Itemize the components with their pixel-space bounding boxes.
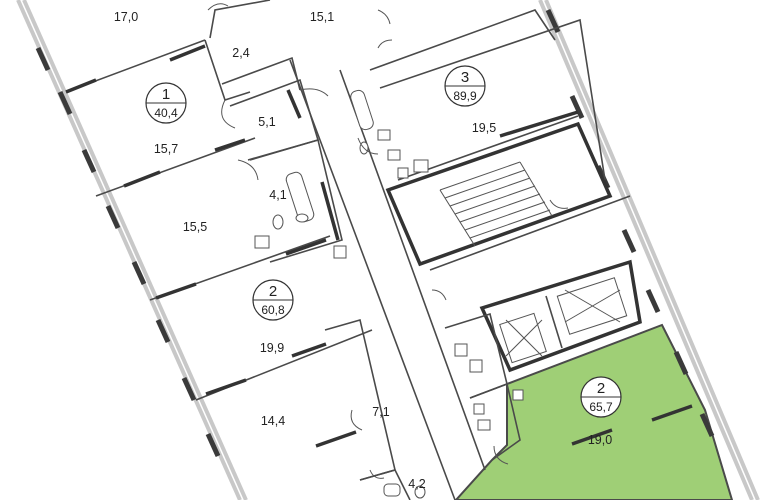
stair-icon (439, 161, 553, 247)
apartment-badge-4[interactable]: 2 65,7 (580, 376, 622, 418)
room-area: 14,4 (261, 414, 285, 428)
apartment-badge-3[interactable]: 3 89,9 (444, 65, 486, 107)
elevator-icon (499, 277, 628, 364)
room-area: 15,1 (310, 10, 334, 24)
room-labels: 17,0 15,1 2,4 5,1 15,7 4,1 15,5 19,9 14,… (114, 10, 612, 491)
apartment-badge-2[interactable]: 2 60,8 (252, 279, 294, 321)
apartment-area: 89,9 (453, 89, 477, 103)
interior-walls (65, 0, 642, 500)
apartment-area: 60,8 (261, 303, 285, 317)
room-area: 7,1 (372, 405, 389, 419)
room-area: 17,0 (114, 10, 138, 24)
room-area: 4,1 (269, 188, 286, 202)
apartment-area: 40,4 (154, 106, 178, 120)
sink-icon (254, 235, 270, 249)
apartment-badge-1[interactable]: 1 40,4 (145, 82, 187, 124)
apartment-number: 2 (597, 380, 605, 397)
room-area: 19,9 (260, 341, 284, 355)
apartment-number: 2 (269, 283, 277, 300)
doors (207, 3, 569, 479)
thick-walls (65, 44, 693, 448)
room-area: 5,1 (258, 115, 275, 129)
room-area: 4,2 (408, 477, 425, 491)
apartment-area: 65,7 (589, 400, 613, 414)
left-facade (16, 0, 248, 500)
apartment-number: 1 (162, 86, 170, 103)
right-facade (538, 0, 760, 500)
bathtub-icon (285, 171, 315, 223)
room-area: 19,5 (472, 121, 496, 135)
bathroom-fixtures (254, 89, 524, 499)
apartment-number: 3 (461, 69, 469, 86)
left-facade-walls (35, 46, 221, 458)
room-area: 19,0 (588, 433, 612, 447)
room-area: 15,5 (183, 220, 207, 234)
toilet-icon (272, 214, 284, 230)
room-area: 2,4 (232, 46, 249, 60)
room-area: 15,7 (154, 142, 178, 156)
